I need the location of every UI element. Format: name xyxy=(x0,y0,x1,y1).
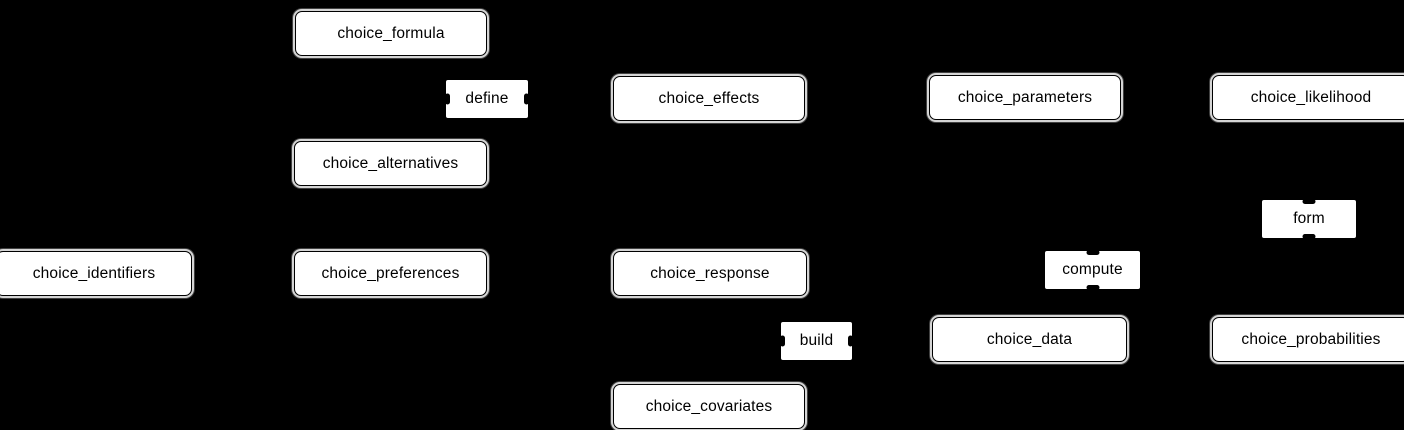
node-choice-response[interactable]: choice_response xyxy=(613,251,807,296)
node-label: choice_covariates xyxy=(645,397,773,415)
node-choice-preferences[interactable]: choice_preferences xyxy=(294,251,487,296)
node-label: choice_preferences xyxy=(321,264,460,282)
node-choice-covariates[interactable]: choice_covariates xyxy=(613,384,805,429)
node-choice-parameters[interactable]: choice_parameters xyxy=(929,75,1121,120)
node-label: choice_formula xyxy=(337,24,445,42)
node-choice-effects[interactable]: choice_effects xyxy=(613,76,805,121)
node-choice-likelihood[interactable]: choice_likelihood xyxy=(1212,75,1404,120)
edge-label-compute: compute xyxy=(1045,251,1140,289)
node-label: choice_data xyxy=(986,330,1073,348)
node-choice-probabilities[interactable]: choice_probabilities xyxy=(1212,317,1404,362)
edge-label-define: define xyxy=(446,80,528,118)
node-choice-alternatives[interactable]: choice_alternatives xyxy=(294,141,487,186)
node-label: choice_parameters xyxy=(957,88,1093,106)
edge-label-build: build xyxy=(781,322,852,360)
edge-label-text: form xyxy=(1293,210,1325,227)
edge-label-form: form xyxy=(1262,200,1356,238)
node-choice-formula[interactable]: choice_formula xyxy=(295,11,487,56)
node-label: choice_identifiers xyxy=(32,264,156,282)
node-choice-data[interactable]: choice_data xyxy=(932,317,1127,362)
edge-choice_effects-to-choice_parameters xyxy=(804,96,930,99)
node-label: choice_probabilities xyxy=(1241,330,1381,348)
edge-label-text: build xyxy=(799,332,834,349)
node-label: choice_effects xyxy=(658,89,760,107)
edge-label-text: define xyxy=(465,90,509,107)
node-label: choice_alternatives xyxy=(322,154,459,172)
edge-label-text: compute xyxy=(1062,261,1123,278)
node-label: choice_likelihood xyxy=(1250,88,1372,106)
node-choice-identifiers[interactable]: choice_identifiers xyxy=(0,251,192,296)
node-label: choice_response xyxy=(650,264,770,282)
